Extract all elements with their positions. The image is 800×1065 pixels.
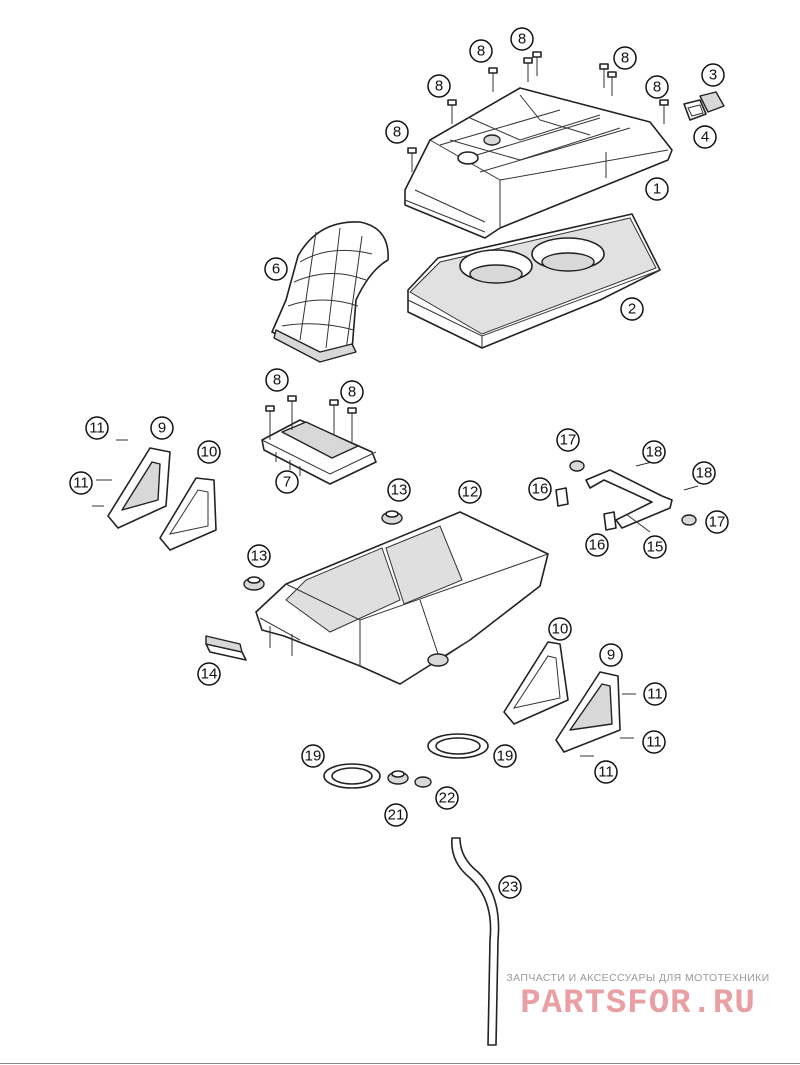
parts-seals-19-21-22 [323, 733, 489, 789]
watermark: ЗАПЧАСТИ И АКСЕССУАРЫ ДЛЯ МОТОТЕХНИКИ PA… [488, 972, 788, 1024]
svg-text:14: 14 [201, 666, 218, 683]
callout-16-a: 16 [528, 477, 552, 501]
callout-21: 21 [384, 803, 408, 827]
svg-text:2: 2 [628, 301, 636, 318]
callout-22: 22 [435, 786, 459, 810]
part-cover-3-gasket-4 [683, 91, 725, 121]
callout-8-c: 8 [613, 46, 637, 70]
svg-text:19: 19 [305, 748, 322, 765]
callout-14: 14 [197, 662, 221, 686]
callout-23: 23 [498, 875, 522, 899]
callout-8-d: 8 [427, 74, 451, 98]
callout-17-b: 17 [705, 510, 729, 534]
callout-6: 6 [264, 257, 288, 281]
svg-text:8: 8 [435, 78, 443, 95]
svg-text:11: 11 [73, 475, 89, 492]
callout-1: 1 [645, 177, 669, 201]
part-side-plate-left [92, 439, 217, 551]
callout-3: 3 [701, 63, 725, 87]
svg-text:8: 8 [653, 79, 661, 96]
svg-text:9: 9 [607, 647, 615, 664]
callout-8-e: 8 [645, 75, 669, 99]
svg-text:8: 8 [621, 50, 629, 67]
callouts: 8 8 8 8 8 8 3 4 1 6 2 8 8 7 11 11 9 10 1… [69, 27, 729, 899]
callout-8-b: 8 [510, 27, 534, 51]
svg-text:9: 9 [158, 420, 166, 437]
callout-12: 12 [458, 480, 482, 504]
svg-text:8: 8 [518, 31, 526, 48]
svg-text:4: 4 [701, 129, 709, 146]
callout-13-b: 13 [247, 544, 271, 568]
part-airbox-lower [255, 511, 549, 685]
callout-2: 2 [620, 297, 644, 321]
svg-text:16: 16 [532, 481, 549, 498]
svg-text:17: 17 [560, 432, 577, 449]
callout-8-g: 8 [265, 368, 289, 392]
watermark-tagline: ЗАПЧАСТИ И АКСЕССУАРЫ ДЛЯ МОТОТЕХНИКИ [506, 972, 770, 984]
callout-11-b: 11 [69, 471, 93, 495]
callout-19-b: 19 [493, 744, 517, 768]
svg-text:16: 16 [589, 537, 606, 554]
part-clip-14 [205, 635, 247, 661]
callout-18-a: 18 [642, 440, 666, 464]
svg-text:7: 7 [283, 474, 291, 491]
svg-text:8: 8 [477, 43, 485, 60]
svg-text:15: 15 [647, 539, 664, 556]
svg-text:11: 11 [647, 686, 663, 703]
callout-13-a: 13 [387, 478, 411, 502]
part-mount-bracket [261, 395, 377, 485]
callout-11-e: 11 [594, 760, 618, 784]
callout-8-h: 8 [340, 380, 364, 404]
callout-11-c: 11 [643, 682, 667, 706]
svg-text:8: 8 [393, 124, 401, 141]
svg-text:10: 10 [552, 621, 569, 638]
callout-9-left: 9 [150, 416, 174, 440]
callout-7: 7 [275, 470, 299, 494]
svg-text:11: 11 [598, 764, 614, 781]
svg-text:12: 12 [462, 484, 479, 501]
svg-text:1: 1 [653, 181, 661, 198]
grommets-13 [243, 510, 403, 591]
callout-10-left: 10 [197, 440, 221, 464]
svg-text:8: 8 [273, 372, 281, 389]
svg-text:21: 21 [388, 807, 405, 824]
callout-8-a: 8 [469, 39, 493, 63]
callout-18-b: 18 [692, 461, 716, 485]
bottom-divider [0, 1063, 800, 1064]
svg-text:8: 8 [348, 384, 356, 401]
bolts-8-top [407, 51, 669, 178]
part-intake-boot [271, 221, 389, 363]
svg-text:6: 6 [272, 261, 280, 278]
svg-text:13: 13 [251, 548, 268, 565]
part-hose-23 [451, 837, 500, 1046]
svg-text:3: 3 [709, 67, 717, 84]
svg-text:13: 13 [391, 482, 408, 499]
part-airbox-lid [404, 87, 673, 239]
callout-10-right: 10 [548, 617, 572, 641]
svg-text:11: 11 [646, 734, 662, 751]
callout-17-a: 17 [556, 428, 580, 452]
callout-8-f: 8 [385, 120, 409, 144]
svg-text:18: 18 [646, 444, 663, 461]
svg-text:17: 17 [709, 514, 726, 531]
part-air-filter [407, 213, 661, 349]
svg-text:23: 23 [502, 879, 519, 896]
svg-text:18: 18 [696, 465, 713, 482]
svg-text:19: 19 [497, 748, 514, 765]
callout-11-a: 11 [85, 416, 109, 440]
part-bracket-15 [555, 460, 699, 533]
callout-19-a: 19 [301, 744, 325, 768]
svg-text:10: 10 [201, 444, 218, 461]
svg-text:11: 11 [89, 420, 105, 437]
callout-15: 15 [643, 535, 667, 559]
svg-text:22: 22 [439, 790, 456, 807]
callout-4: 4 [693, 125, 717, 149]
callout-16-b: 16 [585, 533, 609, 557]
part-side-plate-right [503, 641, 636, 757]
callout-11-d: 11 [642, 730, 666, 754]
watermark-logo: PARTSFOR.RU [520, 985, 756, 1023]
callout-9-right: 9 [599, 643, 623, 667]
